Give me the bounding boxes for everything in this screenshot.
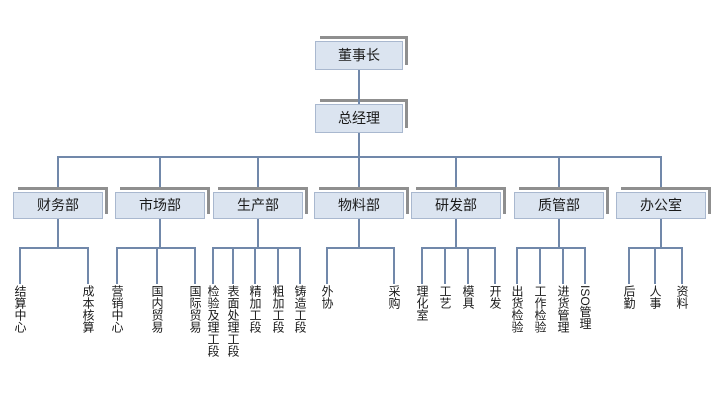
connector-line bbox=[558, 219, 560, 248]
node-chairman: 董事长 bbox=[315, 41, 403, 70]
connector-line bbox=[681, 248, 683, 284]
dept-box: 研发部 bbox=[411, 192, 501, 219]
connector-line bbox=[159, 157, 161, 192]
connector-line bbox=[358, 133, 360, 157]
connector-line bbox=[467, 248, 469, 284]
connector-line bbox=[159, 219, 161, 248]
connector-line bbox=[654, 248, 656, 284]
leaf-label: 国际贸易 bbox=[188, 285, 202, 333]
connector-line bbox=[326, 248, 328, 284]
dept-box: 质管部 bbox=[514, 192, 604, 219]
connector-line bbox=[562, 248, 564, 284]
connector-line bbox=[87, 248, 89, 284]
leaf-label: 人事 bbox=[648, 285, 662, 309]
dept-box: 生产部 bbox=[213, 192, 303, 219]
leaf-label: 铸造工段 bbox=[293, 285, 307, 333]
leaf-label: 外协 bbox=[320, 285, 334, 309]
leaf-label: 工作检验 bbox=[533, 285, 547, 333]
connector-line bbox=[393, 248, 395, 284]
connector-line bbox=[516, 247, 586, 249]
connector-line bbox=[326, 247, 395, 249]
leaf-label: 结算中心 bbox=[13, 285, 27, 333]
connector-line bbox=[584, 248, 586, 284]
connector-line bbox=[212, 247, 301, 249]
connector-line bbox=[257, 157, 259, 192]
connector-line bbox=[194, 248, 196, 284]
leaf-label: 检验及理工段 bbox=[206, 285, 220, 357]
leaf-label: ISO管理 bbox=[578, 285, 592, 330]
connector-line bbox=[660, 219, 662, 248]
connector-line bbox=[277, 248, 279, 284]
connector-line bbox=[57, 157, 59, 192]
leaf-label: 进货管理 bbox=[556, 285, 570, 333]
leaf-label: 粗加工段 bbox=[271, 285, 285, 333]
connector-line bbox=[156, 248, 158, 284]
connector-line bbox=[558, 157, 560, 192]
leaf-label: 营销中心 bbox=[110, 285, 124, 333]
dept-box: 办公室 bbox=[616, 192, 706, 219]
connector-line bbox=[444, 248, 446, 284]
connector-line bbox=[455, 157, 457, 192]
connector-line bbox=[116, 248, 118, 284]
connector-line bbox=[494, 248, 496, 284]
connector-line bbox=[628, 248, 630, 284]
leaf-label: 采购 bbox=[387, 285, 401, 309]
dept-box: 市场部 bbox=[115, 192, 205, 219]
connector-line bbox=[254, 248, 256, 284]
connector-line bbox=[539, 248, 541, 284]
leaf-label: 工艺 bbox=[438, 285, 452, 309]
connector-line bbox=[19, 248, 21, 284]
leaf-label: 后勤 bbox=[622, 285, 636, 309]
connector-line bbox=[19, 247, 89, 249]
leaf-label: 理化室 bbox=[415, 285, 429, 321]
connector-line bbox=[212, 248, 214, 284]
dept-box: 财务部 bbox=[13, 192, 103, 219]
connector-line bbox=[516, 248, 518, 284]
leaf-label: 成本核算 bbox=[81, 285, 95, 333]
connector-line bbox=[660, 157, 662, 192]
leaf-label: 模具 bbox=[461, 285, 475, 309]
leaf-label: 资料 bbox=[675, 285, 689, 309]
leaf-label: 国内贸易 bbox=[150, 285, 164, 333]
leaf-label: 开发 bbox=[488, 285, 502, 309]
node-general-manager: 总经理 bbox=[315, 104, 403, 133]
connector-line bbox=[421, 247, 496, 249]
connector-line bbox=[358, 157, 360, 192]
leaf-label: 精加工段 bbox=[248, 285, 262, 333]
connector-line bbox=[257, 219, 259, 248]
connector-line bbox=[299, 248, 301, 284]
connector-line bbox=[232, 248, 234, 284]
connector-line bbox=[421, 248, 423, 284]
connector-line bbox=[57, 219, 59, 248]
dept-box: 物料部 bbox=[314, 192, 404, 219]
connector-line bbox=[455, 219, 457, 248]
connector-line bbox=[358, 70, 360, 104]
connector-line bbox=[358, 219, 360, 248]
leaf-label: 出货检验 bbox=[510, 285, 524, 333]
leaf-label: 表面处理工段 bbox=[226, 285, 240, 357]
